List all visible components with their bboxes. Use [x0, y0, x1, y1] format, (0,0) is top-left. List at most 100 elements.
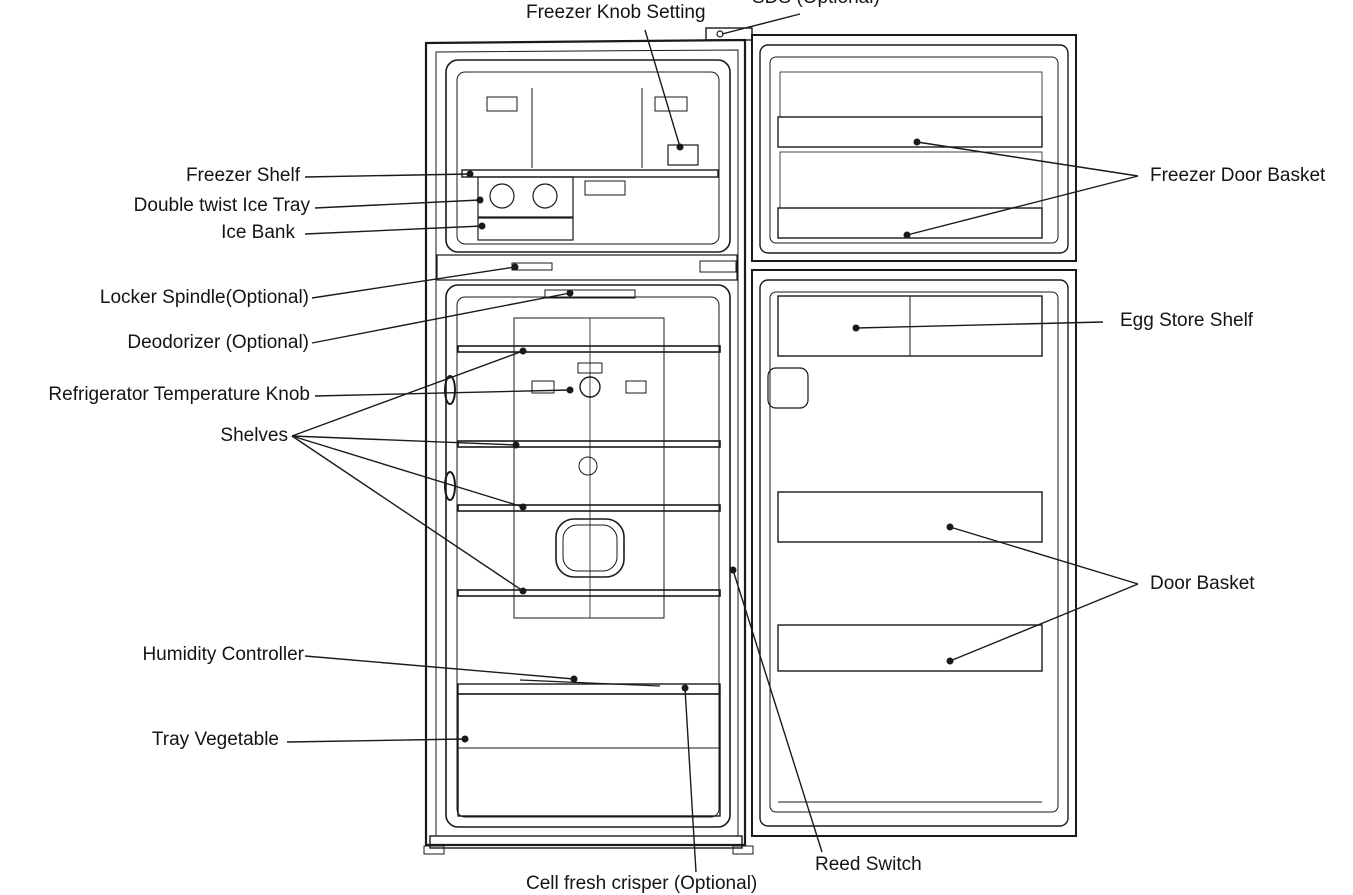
leader-humidity-controller	[304, 655, 575, 680]
freezer-door-gasket	[759, 44, 1069, 254]
label-locker-spindle: Locker Spindle(Optional)	[99, 287, 309, 308]
leader-deodorizer	[311, 292, 571, 344]
leader-temperature-knob	[314, 389, 571, 397]
leader-freezer-shelf	[304, 173, 471, 178]
label-sds: SDS (Optional)	[752, 0, 880, 9]
refrigerator-doors	[751, 34, 1077, 837]
compartment-divider	[436, 254, 738, 281]
top-hinge	[705, 27, 753, 41]
label-freezer-shelf: Freezer Shelf	[185, 165, 300, 186]
door-basket-lower	[777, 624, 1043, 672]
dot-door-basket-2	[946, 657, 954, 665]
refrigerator-cabinet	[423, 27, 754, 855]
leader-door-basket-2	[949, 583, 1139, 662]
freezer-shelf-part	[461, 169, 719, 178]
fridge-shelf-4	[457, 589, 721, 597]
label-tray-vegetable: Tray Vegetable	[151, 729, 279, 750]
door-basket-upper	[777, 491, 1043, 543]
label-reed-switch: Reed Switch	[815, 854, 922, 875]
freezer-door-basket-upper	[777, 116, 1043, 148]
light-cover	[578, 456, 598, 476]
freezer-door-liner	[769, 56, 1059, 244]
label-deodorizer: Deodorizer (Optional)	[127, 332, 309, 353]
freezer-vent-left	[486, 96, 518, 112]
crisper-cover	[457, 683, 721, 695]
vegetable-tray-part	[457, 693, 721, 817]
dot-egg-store-shelf	[852, 324, 860, 332]
freezer-door-panel-upper	[779, 71, 1043, 118]
dot-cell-fresh-crisper	[681, 684, 689, 692]
door-handle-recess	[767, 367, 809, 409]
cabinet-base	[429, 835, 743, 849]
label-ice-bank: Ice Bank	[221, 222, 295, 243]
dot-shelf-3	[519, 503, 527, 511]
label-humidity-controller: Humidity Controller	[142, 644, 304, 665]
ice-tray-knob-left	[489, 183, 515, 209]
humidity-slider	[519, 679, 661, 687]
side-lamp-upper	[444, 375, 456, 405]
label-shelves: Shelves	[220, 425, 288, 446]
leader-ice-bank	[304, 225, 483, 235]
leader-shelves-2	[291, 435, 517, 446]
dot-locker-spindle	[511, 263, 519, 271]
leader-reed-switch	[732, 569, 823, 853]
leader-egg-store-shelf	[855, 321, 1104, 329]
dot-deodorizer	[566, 289, 574, 297]
leader-lines	[286, 13, 1139, 873]
label-door-basket: Door Basket	[1150, 573, 1255, 594]
label-egg-store-shelf: Egg Store Shelf	[1120, 310, 1254, 331]
dot-door-basket-1	[946, 523, 954, 531]
freezer-vent-mid	[584, 180, 626, 196]
label-refrigerator-temperature-knob: Refrigerator Temperature Knob	[48, 384, 310, 405]
leader-tray-vegetable	[286, 738, 466, 743]
leader-door-basket-1	[949, 526, 1139, 585]
rear-panel	[513, 317, 665, 619]
fan-cover	[555, 518, 625, 578]
ice-bank-part	[477, 217, 574, 241]
fridge-compartment	[445, 284, 731, 828]
fan-cover-inner	[562, 524, 618, 572]
fridge-shelf-2	[457, 440, 721, 448]
deodorizer-part	[544, 289, 636, 299]
dot-freezer-knob	[676, 143, 684, 151]
label-freezer-door-basket: Freezer Door Basket	[1150, 165, 1326, 186]
freezer-knob-part	[667, 144, 699, 166]
dot-humidity-controller	[570, 675, 578, 683]
label-double-twist-ice-tray: Double twist Ice Tray	[133, 195, 310, 216]
freezer-compartment	[445, 59, 731, 253]
dot-tray-vegetable	[461, 735, 469, 743]
leader-shelves-3	[291, 435, 524, 508]
fridge-door	[751, 269, 1077, 837]
freezer-liner	[456, 71, 720, 245]
dot-shelf-1	[519, 347, 527, 355]
label-cell-fresh-crisper: Cell fresh crisper (Optional)	[526, 873, 758, 894]
leader-freezer-door-basket-2	[906, 175, 1139, 236]
fridge-door-gasket	[759, 279, 1069, 827]
cabinet-outline	[424, 38, 747, 847]
dot-freezer-door-basket-2	[903, 231, 911, 239]
label-freezer-knob-setting: Freezer Knob Setting	[526, 2, 706, 23]
left-foot	[423, 845, 445, 855]
dot-reed-switch	[729, 566, 737, 574]
freezer-door-panel-lower	[779, 151, 1043, 209]
ice-tray-knob-right	[532, 183, 558, 209]
dot-ice-tray	[476, 196, 484, 204]
fridge-shelf-1	[457, 345, 721, 353]
right-foot	[732, 845, 754, 855]
dot-temperature-knob	[566, 386, 574, 394]
dot-shelf-2	[512, 441, 520, 449]
leader-shelves-4	[291, 435, 524, 592]
dot-shelf-4	[519, 587, 527, 595]
fridge-shelf-3	[457, 504, 721, 512]
freezer-vent-right	[654, 96, 688, 112]
temperature-knob-part	[579, 376, 601, 398]
pointer-dots	[461, 138, 954, 743]
knob-housing	[577, 362, 603, 374]
leader-sds	[721, 13, 801, 35]
dot-freezer-door-basket-1	[913, 138, 921, 146]
freezer-door	[751, 34, 1077, 262]
fridge-liner	[456, 296, 720, 818]
divider-switch	[699, 260, 737, 273]
